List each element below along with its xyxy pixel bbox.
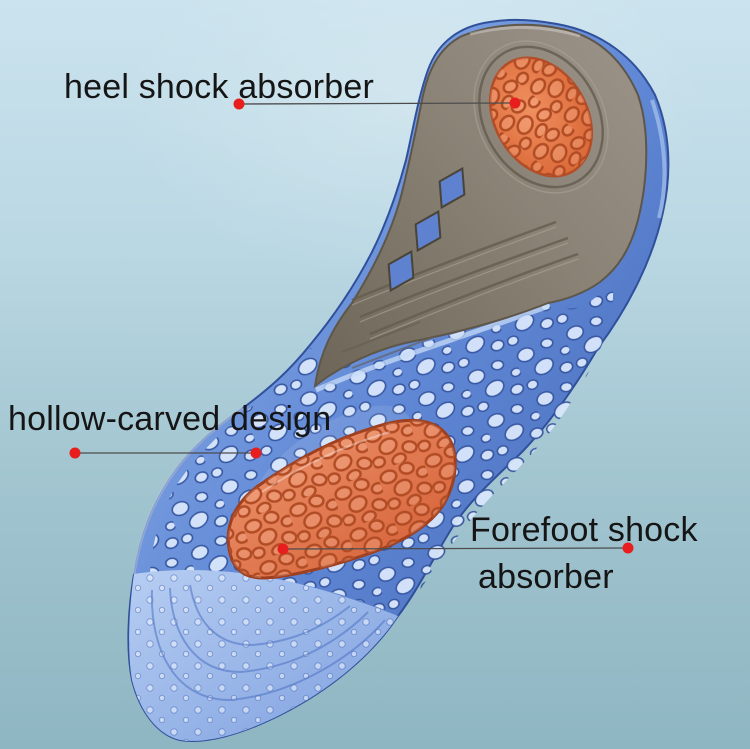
heel-rim-highlight [650, 99, 667, 219]
forefoot-pad-texture [228, 420, 456, 578]
leader-lines [75, 102, 629, 550]
marker-dot [622, 542, 634, 554]
marker-dot [69, 447, 81, 459]
leader-line-heel [238, 102, 516, 105]
heel-shell-top-highlight [469, 25, 581, 38]
heel-pad [488, 56, 594, 178]
heel-pad-groove-outer [473, 40, 609, 194]
diamond-cutouts [387, 166, 466, 293]
marker-dot [277, 543, 289, 555]
forefoot-pad-highlight [261, 431, 391, 493]
marker-dots [69, 97, 634, 555]
label-heel-shock-absorber: heel shock absorber [64, 68, 374, 106]
label-forefoot-shock-line1: Forefoot shock [470, 511, 698, 549]
marker-dot [509, 97, 521, 109]
marker-dot [250, 447, 262, 459]
label-forefoot-shock-line2: absorber [478, 558, 614, 596]
heel-pad-texture [490, 57, 592, 177]
toe-dot-texture [129, 570, 399, 741]
gel-edge-highlight [132, 406, 244, 575]
shell-ridge-lines [341, 220, 579, 369]
label-hollow-carved-design: hollow-carved design [8, 400, 332, 438]
marker-dot [233, 98, 245, 110]
leader-line-forefoot [282, 547, 629, 550]
forefoot-pad [226, 418, 457, 580]
gel-sliver-highlight [314, 303, 550, 393]
heel-pad-groove [478, 45, 604, 189]
toe-contour-lines [150, 584, 386, 702]
